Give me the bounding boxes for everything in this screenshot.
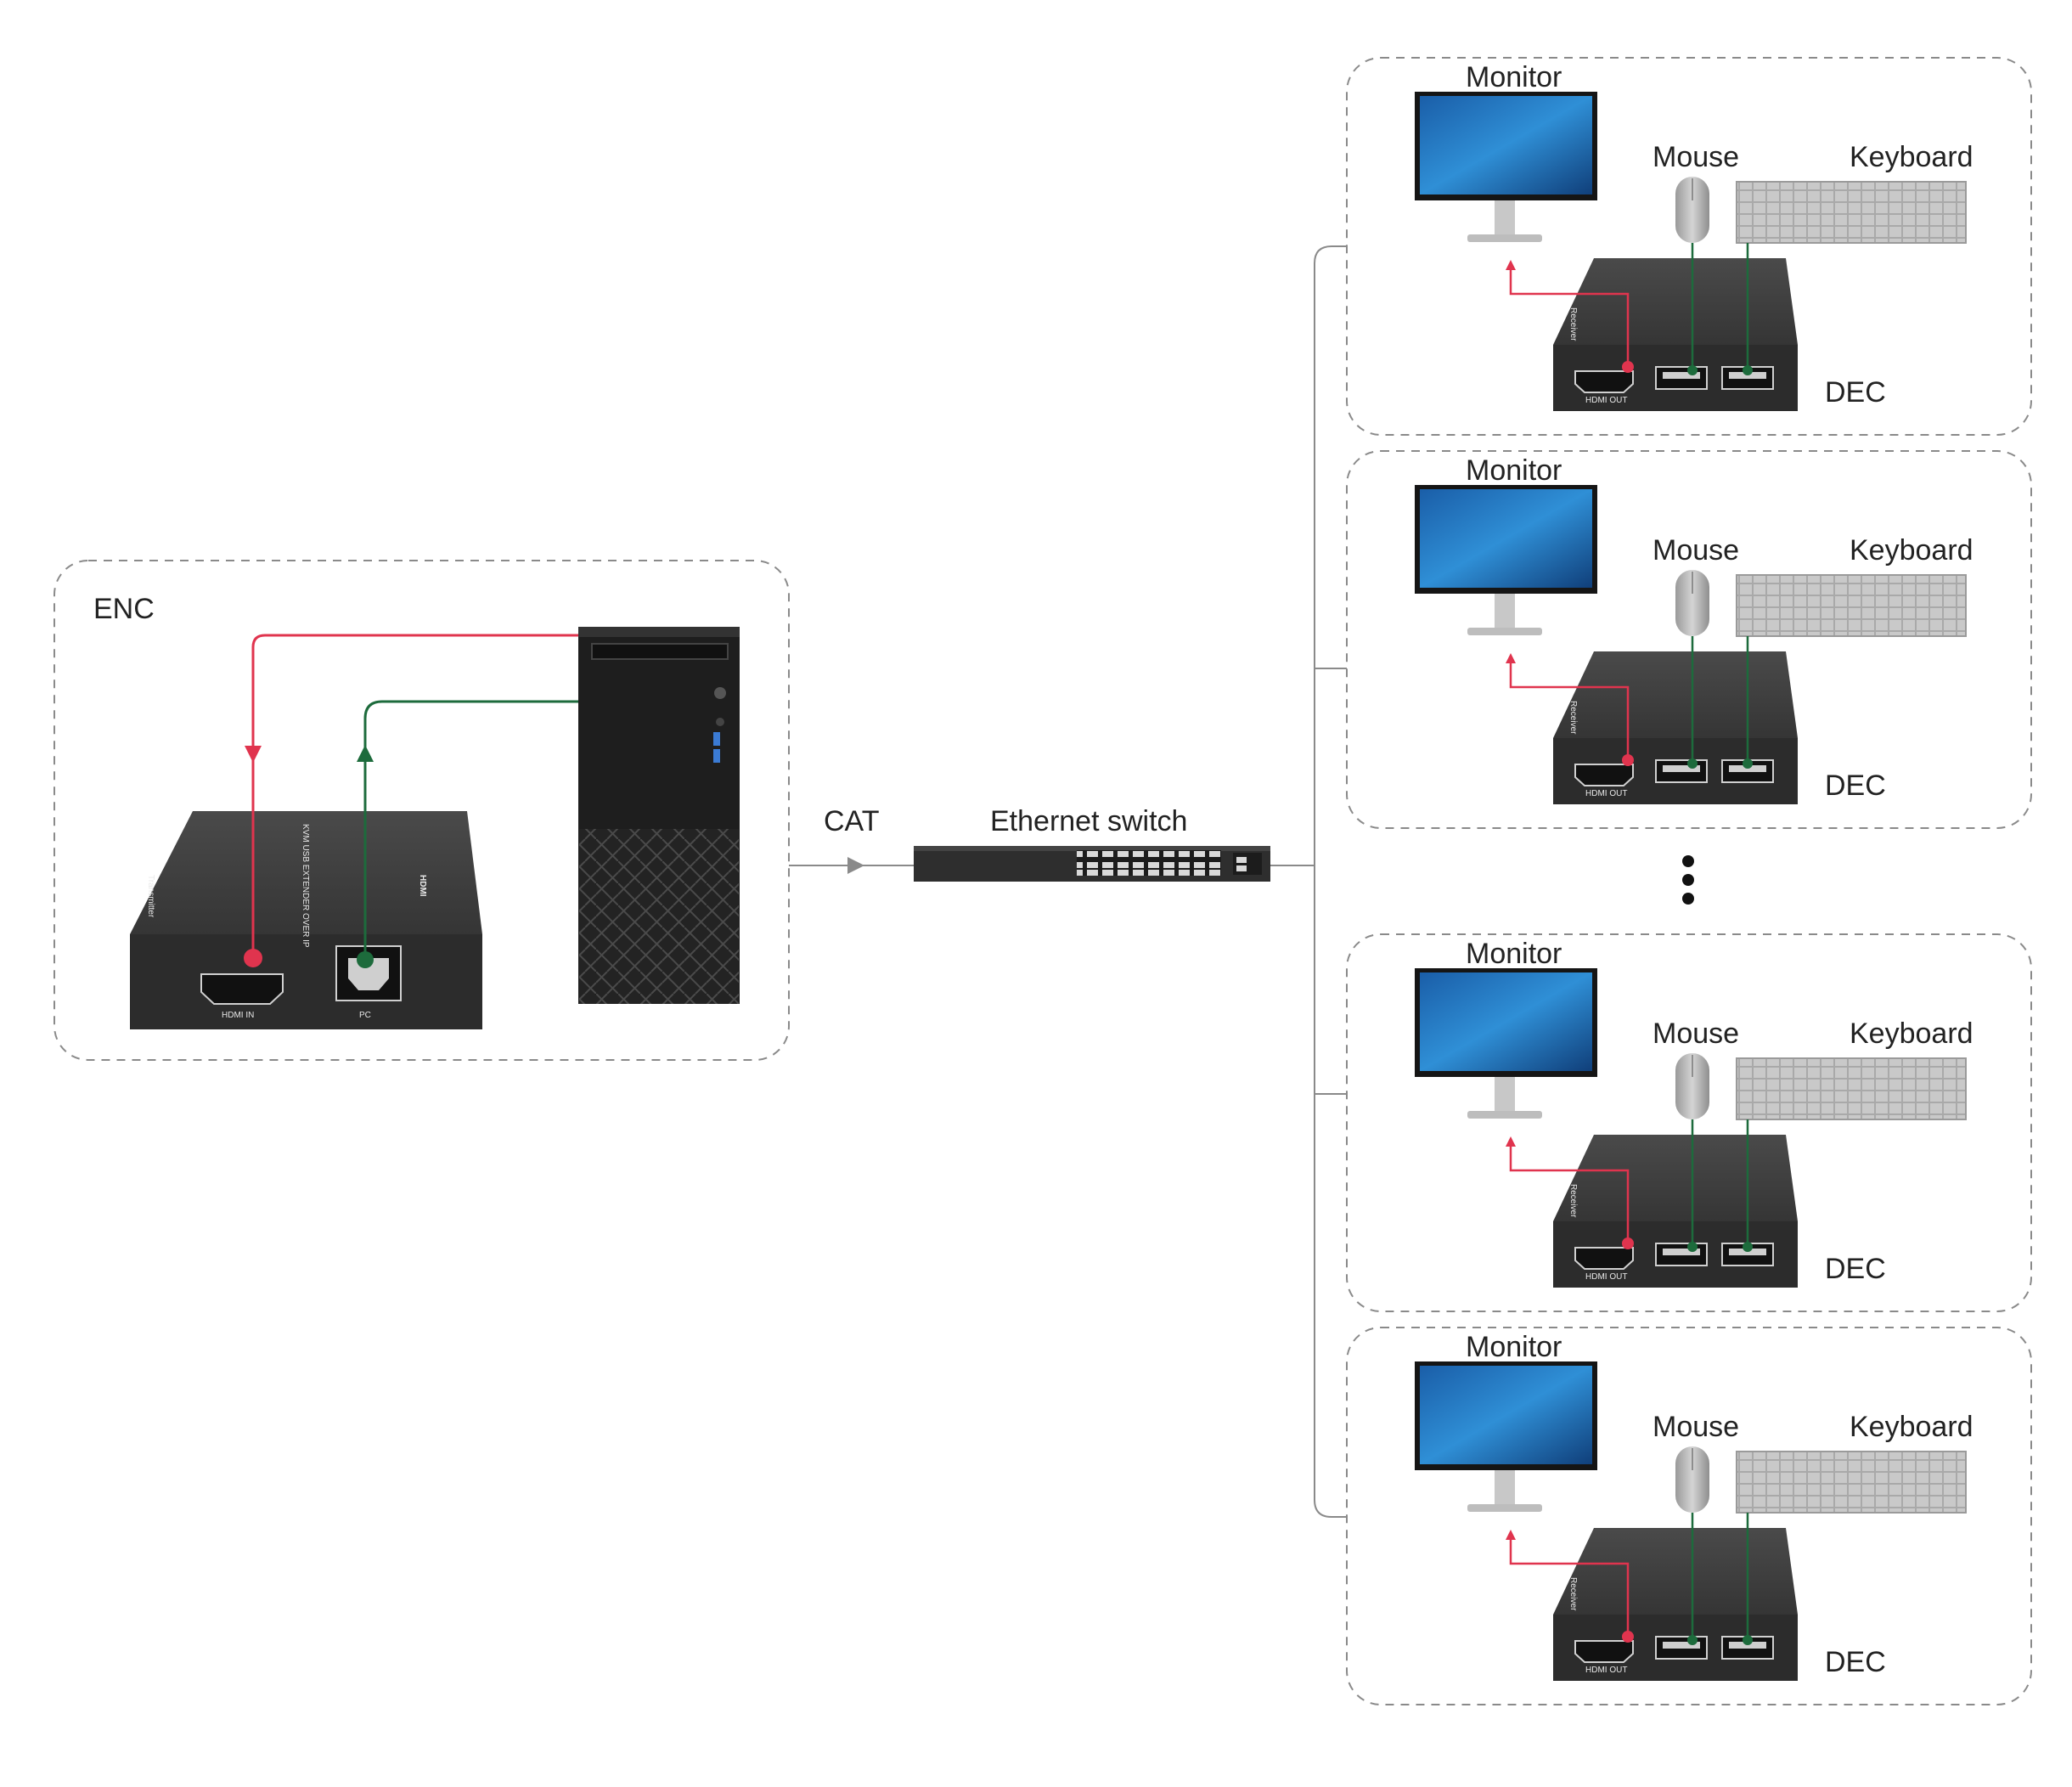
transmitter-box: Transmitter KVM USB EXTENDER OVER IP HDM… [130, 811, 482, 1029]
monitor-label: Monitor [1466, 938, 1562, 970]
encoder-label: ENC [93, 593, 155, 625]
usb-arrow-icon [357, 745, 374, 762]
hdmi-in-port [200, 973, 284, 1005]
video-out-arrow-icon [1506, 1530, 1516, 1540]
video-out-line [1509, 263, 1630, 367]
mouse-label: Mouse [1653, 141, 1739, 173]
video-signal-line [251, 634, 578, 958]
hdmi-in-label: HDMI IN [222, 1011, 254, 1020]
receiver-label: Receiver [1568, 1184, 1578, 1218]
video-out-arrow-icon [1506, 260, 1516, 270]
transmitter-label: Transmitter [146, 875, 155, 918]
receiver-box: Receiver HDMI OUT [1553, 1528, 1798, 1681]
dec-label: DEC [1825, 376, 1886, 409]
keyboard-icon [1736, 1057, 1967, 1120]
transmitter-product-text: KVM USB EXTENDER OVER IP [301, 824, 310, 948]
video-connection-dot [244, 949, 262, 967]
receiver-box: Receiver HDMI OUT [1553, 258, 1798, 411]
monitor-icon [1415, 1361, 1597, 1512]
receiver-box: Receiver HDMI OUT [1553, 1135, 1798, 1288]
encoder-boundary [53, 560, 790, 1061]
hdmi-out-label: HDMI OUT [1585, 789, 1627, 798]
mouse-label: Mouse [1653, 1411, 1739, 1443]
hdmi-out-label: HDMI OUT [1585, 1666, 1627, 1675]
pc-tower [578, 627, 740, 1004]
mouse-label: Mouse [1653, 1018, 1739, 1050]
hdmi-out-label: HDMI OUT [1585, 1272, 1627, 1282]
usb-signal-line [363, 700, 578, 960]
dec-label: DEC [1825, 1646, 1886, 1678]
decoder-unit: Monitor Mouse Keyboard DEC Receiver HDMI… [1346, 450, 2032, 829]
video-out-line [1509, 1533, 1630, 1637]
mouse-label: Mouse [1653, 534, 1739, 567]
decoder-boundary [1346, 57, 2032, 436]
hdmi-out-port [1574, 1247, 1634, 1270]
keyboard-icon [1736, 181, 1967, 244]
video-out-arrow-icon [1506, 1136, 1516, 1147]
hdmi-out-label: HDMI OUT [1585, 396, 1627, 405]
mouse-icon [1675, 1053, 1709, 1119]
encoder-group: ENC Transmitter KVM USB EXTENDER OVER IP… [53, 560, 790, 1061]
cat-arrow-icon [847, 857, 864, 874]
keyboard-label: Keyboard [1850, 534, 1973, 567]
receiver-label: Receiver [1568, 701, 1578, 735]
video-out-line [1509, 1140, 1630, 1243]
decoder-unit: Monitor Mouse Keyboard DEC Receiver HDMI… [1346, 1327, 2032, 1705]
dec-label: DEC [1825, 1253, 1886, 1285]
receiver-label: Receiver [1568, 307, 1578, 341]
dec-label: DEC [1825, 769, 1886, 802]
monitor-label: Monitor [1466, 454, 1562, 487]
mouse-icon [1675, 1446, 1709, 1513]
receiver-box: Receiver HDMI OUT [1553, 651, 1798, 804]
keyboard-icon [1736, 574, 1967, 637]
keyboard-label: Keyboard [1850, 141, 1973, 173]
decoder-unit: Monitor Mouse Keyboard DEC Receiver HDMI… [1346, 57, 2032, 436]
decoder-units: Monitor Mouse Keyboard DEC Receiver HDMI… [1346, 57, 2032, 1705]
monitor-icon [1415, 92, 1597, 242]
monitor-icon [1415, 968, 1597, 1119]
monitor-label: Monitor [1466, 1331, 1562, 1363]
distribution-bracket [1314, 245, 1347, 1518]
decoder-boundary [1346, 1327, 2032, 1705]
receiver-label: Receiver [1568, 1577, 1578, 1611]
decoder-boundary [1346, 933, 2032, 1312]
cat-label: CAT [824, 805, 879, 837]
mouse-icon [1675, 177, 1709, 243]
mouse-icon [1675, 570, 1709, 636]
video-out-arrow-icon [1506, 653, 1516, 663]
pc-port-label: PC [359, 1011, 371, 1020]
decoder-unit: Monitor Mouse Keyboard DEC Receiver HDMI… [1346, 933, 2032, 1312]
video-arrow-icon [245, 746, 262, 763]
ethernet-switch-label: Ethernet switch [990, 805, 1187, 837]
monitor-label: Monitor [1466, 61, 1562, 93]
keyboard-icon [1736, 1451, 1967, 1514]
hdmi-out-port [1574, 764, 1634, 786]
keyboard-label: Keyboard [1850, 1018, 1973, 1050]
keyboard-label: Keyboard [1850, 1411, 1973, 1443]
video-out-line [1509, 657, 1630, 760]
ethernet-switch [914, 846, 1270, 882]
network-link: CAT Ethernet switch [789, 245, 1694, 1518]
monitor-icon [1415, 485, 1597, 635]
hdmi-out-port [1574, 1640, 1634, 1663]
more-units-ellipsis-icon [1682, 855, 1694, 905]
hdmi-out-port [1574, 370, 1634, 393]
transmitter-brand-text: HDMI [418, 875, 427, 897]
decoder-boundary [1346, 450, 2032, 829]
usb-connection-dot [357, 951, 374, 968]
